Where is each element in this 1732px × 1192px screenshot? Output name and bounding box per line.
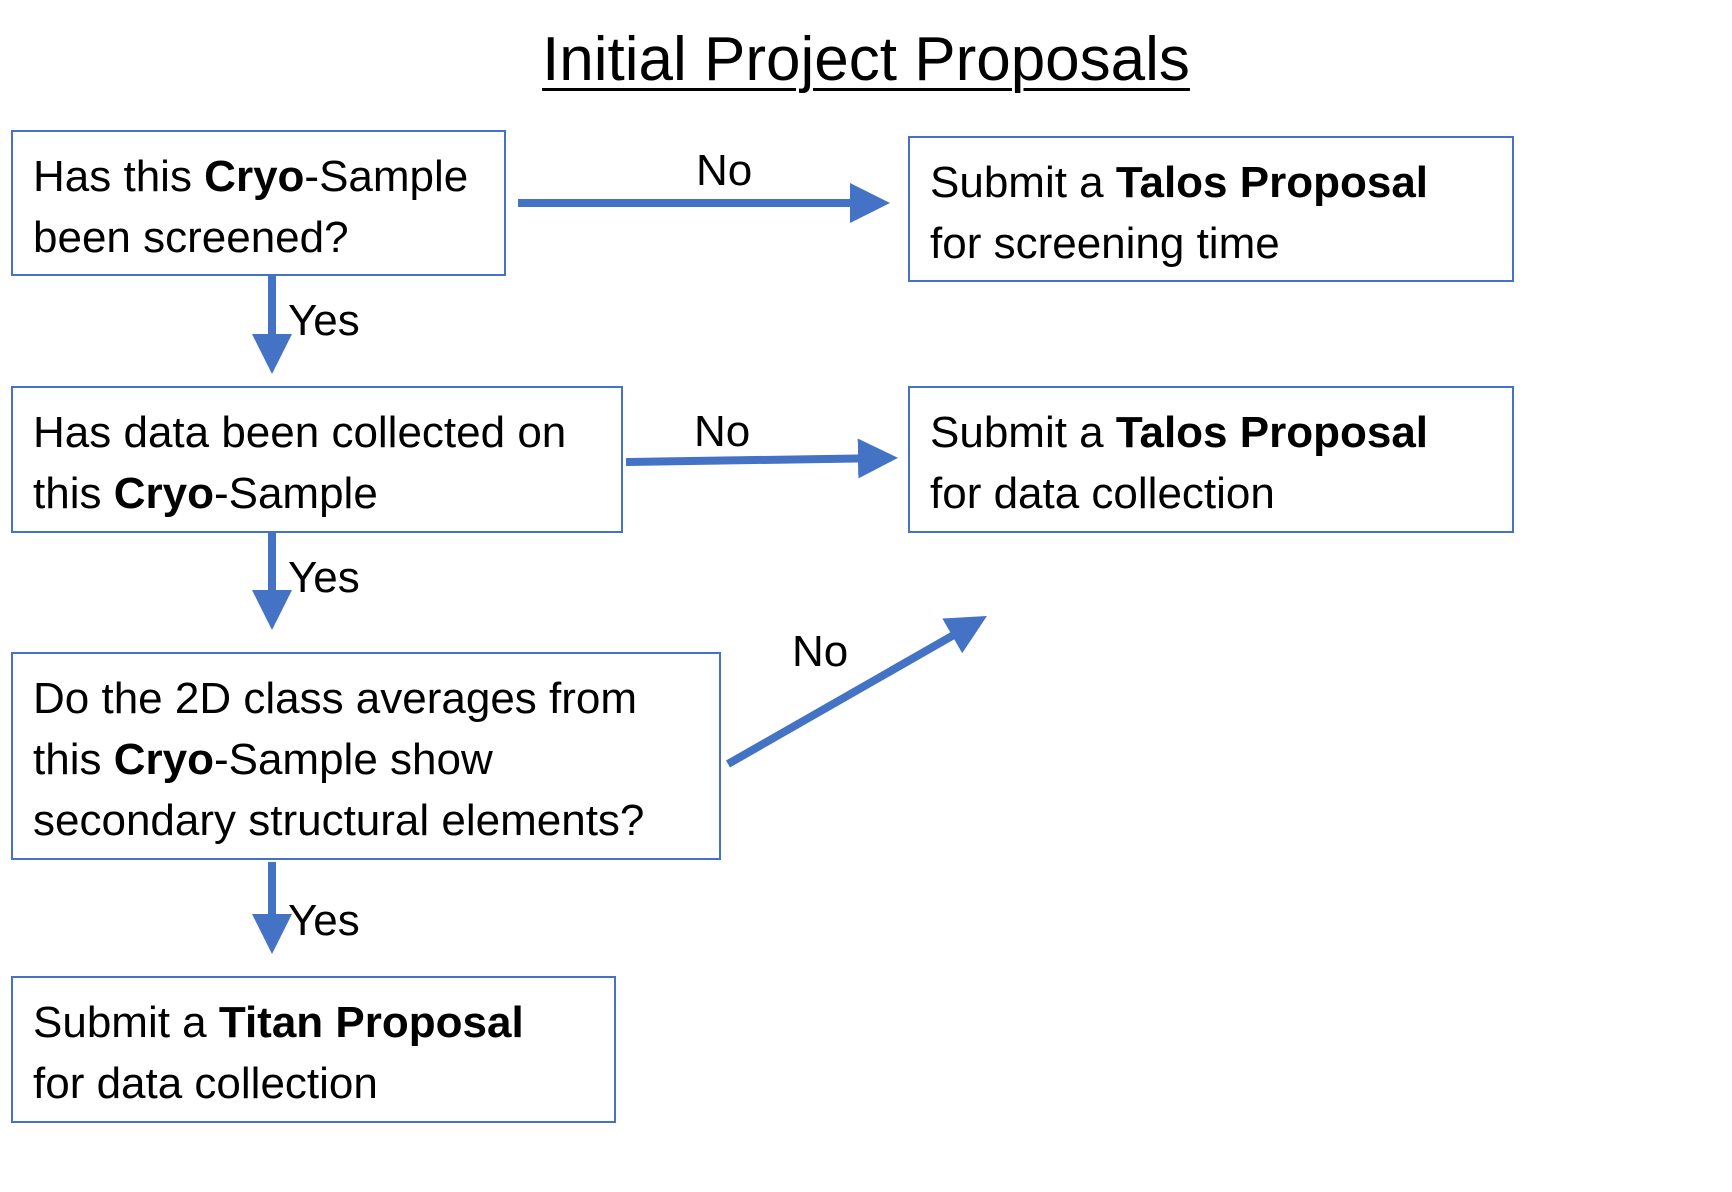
node-talos-screening: Submit a Talos Proposal for screening ti… [908, 136, 1514, 282]
node-screened-question: Has this Cryo-Sample been screened? [11, 130, 506, 276]
node-line: Has data been collected on [33, 408, 567, 457]
edge-label-screened-no: No [696, 146, 753, 195]
node-collected-question: Has data been collected on this Cryo-Sam… [11, 386, 623, 533]
edge-label-screened-yes: Yes [288, 296, 360, 345]
node-line: for screening time [930, 219, 1280, 268]
node-line: Submit a Talos Proposal [930, 408, 1429, 457]
edge-label-class-no: No [792, 627, 849, 676]
edge-label-collected-yes: Yes [288, 553, 360, 602]
node-line: secondary structural elements? [33, 796, 645, 845]
diagram-title: Initial Project Proposals [542, 25, 1190, 94]
node-line: for data collection [33, 1059, 378, 1108]
node-line: this Cryo-Sample [33, 469, 378, 518]
arrow-collected-no [625, 438, 898, 479]
node-class-averages-question: Do the 2D class averages from this Cryo-… [11, 652, 721, 860]
node-line: Do the 2D class averages from [33, 674, 638, 723]
node-line: this Cryo-Sample show [33, 735, 493, 784]
arrow-class-no [726, 616, 987, 768]
node-talos-collection: Submit a Talos Proposal for data collect… [908, 386, 1514, 533]
node-line: Has this Cryo-Sample [33, 152, 469, 201]
node-line: Submit a Talos Proposal [930, 158, 1429, 207]
node-titan-proposal: Submit a Titan Proposal for data collect… [11, 976, 616, 1123]
edge-label-class-yes: Yes [288, 896, 360, 945]
node-line: for data collection [930, 469, 1275, 518]
node-line: been screened? [33, 213, 349, 262]
node-line: Submit a Titan Proposal [33, 998, 524, 1047]
edge-label-collected-no: No [694, 407, 751, 456]
